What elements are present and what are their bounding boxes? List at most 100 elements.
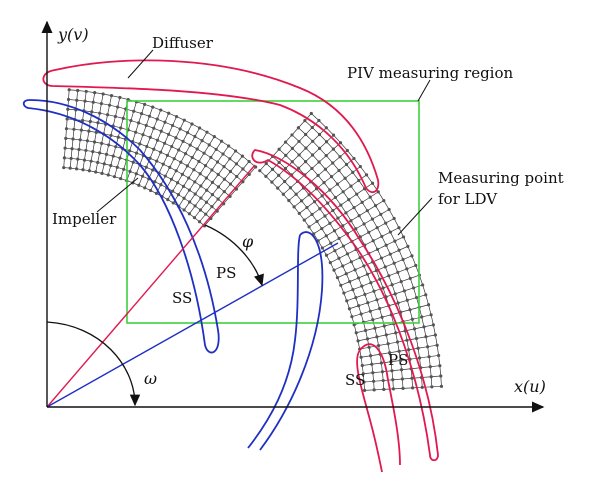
mesh-node: [167, 111, 171, 115]
mesh-node: [420, 315, 424, 319]
mesh-node: [344, 272, 348, 276]
mesh-node: [188, 143, 192, 147]
mesh-node: [341, 190, 345, 194]
mesh-node: [365, 209, 369, 213]
mesh-node: [276, 186, 280, 190]
mesh-node: [81, 118, 85, 123]
omega-angle-arc: [46, 321, 141, 407]
mesh-node: [78, 138, 82, 142]
mesh-node: [401, 386, 405, 390]
mesh-node: [63, 146, 67, 150]
mesh-node: [328, 188, 332, 192]
mesh-node: [72, 127, 76, 131]
mesh-node: [83, 99, 87, 103]
mesh-node: [84, 89, 88, 94]
mesh-node: [329, 241, 333, 245]
mesh-node: [380, 370, 385, 374]
mesh-node: [207, 143, 211, 147]
mesh-node: [379, 212, 383, 216]
mesh-node: [270, 167, 275, 171]
mesh-node: [182, 208, 186, 212]
mesh-node: [368, 309, 372, 313]
mesh-node: [181, 184, 186, 188]
mesh-node: [152, 147, 156, 151]
mesh-node: [381, 286, 385, 290]
mesh-node: [190, 122, 194, 126]
mesh-node: [118, 156, 122, 160]
mesh-node: [69, 156, 73, 161]
mesh-node: [163, 141, 167, 145]
mesh-node: [373, 204, 378, 208]
mesh-node: [371, 239, 375, 243]
mesh-node: [64, 127, 69, 131]
mesh-node: [356, 304, 361, 308]
mesh-node: [370, 181, 375, 185]
mesh-node: [178, 127, 182, 131]
mesh-node: [94, 130, 98, 134]
mesh-node: [297, 211, 301, 216]
mesh-node: [339, 203, 343, 207]
mesh-node: [174, 114, 179, 119]
mesh-node: [429, 313, 433, 317]
mesh-node: [373, 326, 377, 330]
mesh-node: [350, 315, 354, 319]
mesh-node: [320, 246, 324, 250]
mesh-node: [302, 218, 306, 222]
mesh-node: [174, 169, 178, 173]
mesh-node: [356, 339, 360, 343]
mesh-node: [172, 157, 176, 161]
impeller-label: Impeller: [52, 210, 117, 228]
measuring-radial-line: [46, 242, 339, 408]
mesh-node: [317, 146, 322, 150]
mesh-node: [408, 276, 412, 280]
mesh-node: [383, 265, 387, 269]
mesh-node: [296, 126, 301, 130]
mesh-node: [395, 340, 400, 344]
mesh-node: [396, 270, 400, 274]
mesh-node: [371, 318, 375, 322]
mesh-node: [116, 135, 120, 139]
mesh-node: [197, 159, 201, 164]
mesh-node: [277, 147, 281, 151]
mesh-node: [362, 222, 366, 226]
mesh-node: [81, 168, 85, 172]
mesh-node: [227, 144, 231, 148]
mesh-node: [411, 386, 415, 390]
mesh-node: [398, 358, 403, 363]
mesh-node: [431, 323, 435, 327]
mesh-node: [303, 119, 307, 123]
mesh-node: [311, 139, 315, 143]
mesh-node: [407, 348, 411, 352]
mesh-node: [384, 221, 388, 225]
mesh-node: [309, 111, 313, 116]
mesh-node: [310, 212, 314, 217]
mesh-node: [360, 200, 364, 204]
diffuser-inner-vane: [251, 149, 439, 462]
mesh-node: [365, 337, 370, 341]
mesh-node: [247, 159, 251, 164]
mesh-node: [359, 355, 363, 359]
mesh-node: [368, 354, 373, 358]
mesh-node: [323, 214, 327, 218]
mesh-node: [214, 147, 218, 151]
mesh-node: [362, 388, 367, 392]
mesh-node: [307, 193, 311, 197]
mesh-node: [210, 192, 215, 197]
mesh-node: [179, 160, 183, 164]
mesh-node: [377, 306, 382, 311]
mesh-node: [304, 132, 308, 137]
mesh-node: [359, 312, 363, 316]
mesh-node: [62, 165, 66, 170]
mesh-node: [107, 103, 112, 107]
mesh-node: [379, 361, 383, 365]
mesh-node: [109, 133, 113, 138]
mesh-node: [397, 248, 401, 252]
mesh-node: [324, 253, 329, 257]
mesh-node: [106, 173, 110, 177]
mesh-node: [205, 188, 209, 192]
impeller-ss-label: SS: [172, 289, 192, 307]
mesh-node: [166, 197, 170, 202]
mesh-node: [188, 200, 192, 204]
mesh-node: [96, 160, 100, 165]
